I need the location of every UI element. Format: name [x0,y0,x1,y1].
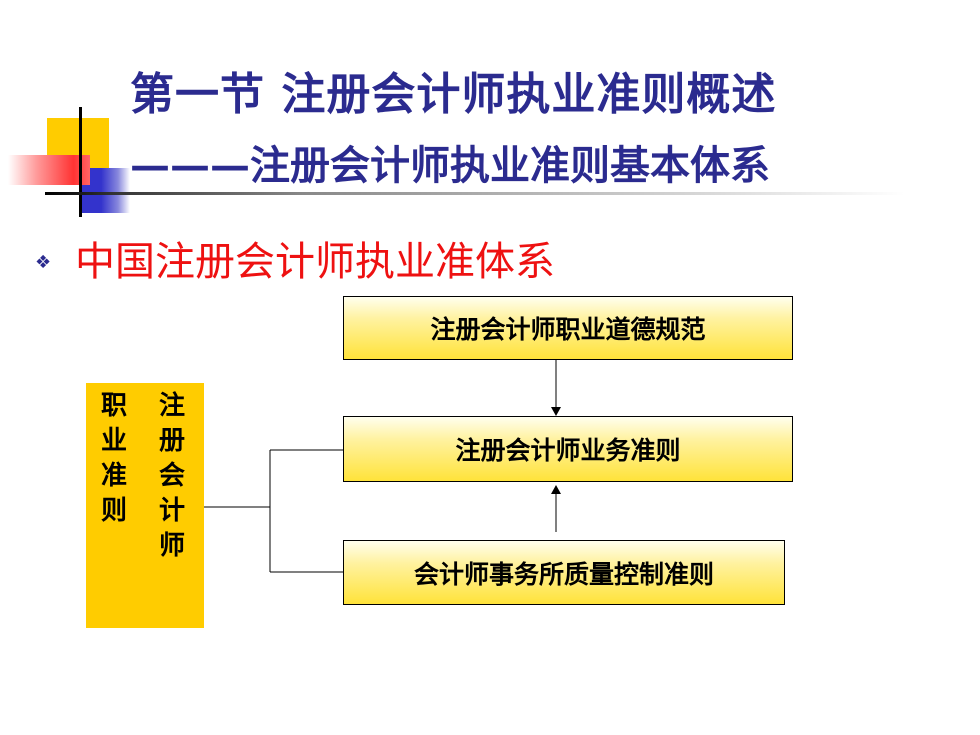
vertical-char: 注 [158,391,185,421]
business-standards-box: 注册会计师业务准则 [343,416,793,482]
title-underline [45,192,905,195]
vertical-char: 师 [158,531,185,561]
slide-subtitle: ———注册会计师执业准则基本体系 [130,142,770,189]
slide-title: 第一节 注册会计师执业准则概述 [130,69,777,120]
vertical-char: 册 [158,426,185,456]
vertical-label-column-right: 注 册 会 计 师 [152,389,192,564]
vertical-label-box: 职 业 准 则 注 册 会 计 师 [86,383,204,628]
vertical-char: 则 [100,496,127,526]
decor-red-bar [8,155,90,185]
vertical-char: 业 [100,426,127,456]
vertical-char: 职 [100,391,127,421]
ethics-code-box: 注册会计师职业道德规范 [343,296,793,360]
arrowhead-up [551,485,561,494]
diamond-bullet-icon: ❖ [35,252,52,273]
vertical-char: 计 [158,496,185,526]
decor-vertical-line [79,107,82,217]
bullet-heading: 中国注册会计师执业准体系 [75,239,555,285]
quality-control-box: 会计师事务所质量控制准则 [343,540,785,605]
arrowhead-down [551,407,561,416]
vertical-char: 准 [100,461,127,491]
vertical-char: 会 [158,461,185,491]
decor-blue-square [82,168,130,213]
vertical-label-column-left: 职 业 准 则 [94,389,134,529]
